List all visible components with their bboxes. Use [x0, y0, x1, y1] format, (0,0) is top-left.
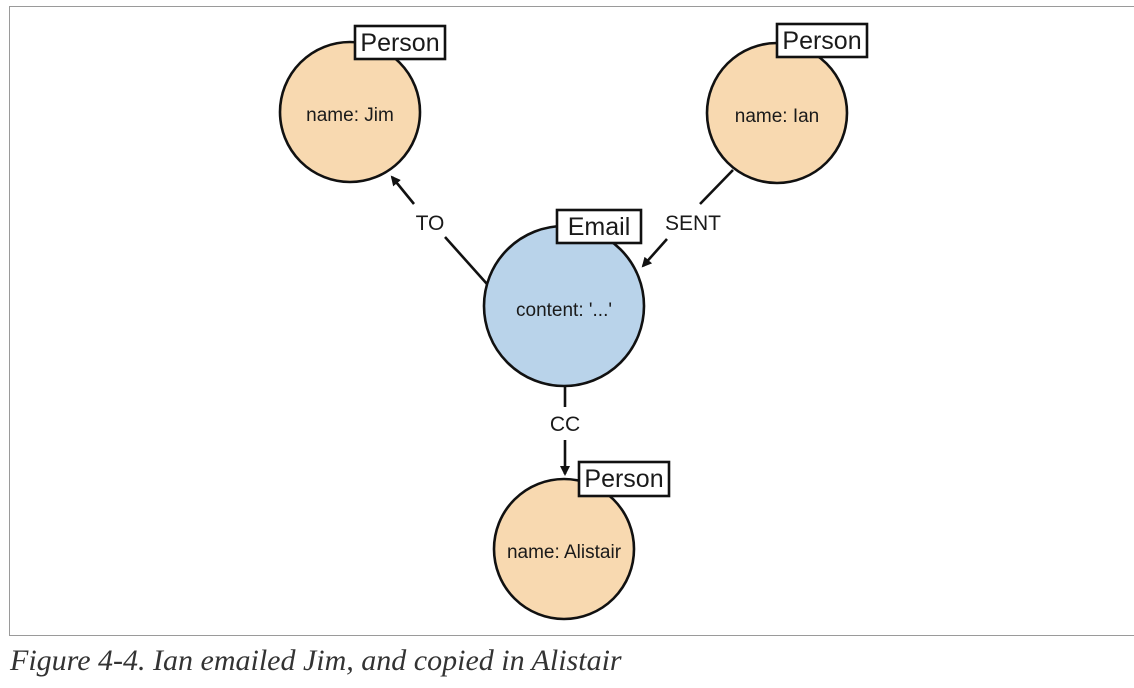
node-alistair-circle	[492, 477, 636, 621]
node-jim-label-box	[353, 24, 447, 61]
node-person-ian: name: Ian Person	[705, 22, 869, 185]
node-jim-property: name: Jim	[306, 105, 394, 126]
edge-cc-label: CC	[550, 413, 580, 436]
edge-cc: CC	[550, 386, 580, 476]
node-email-label: Email	[568, 213, 631, 241]
figure-caption: Figure 4-4. Ian emailed Jim, and copied …	[10, 644, 622, 677]
node-alistair-property: name: Alistair	[507, 542, 622, 563]
edge-to-label: TO	[416, 212, 445, 235]
edge-to-arrow	[390, 175, 416, 205]
node-email-property: content: '...'	[516, 300, 612, 321]
edge-sent-label: SENT	[665, 212, 721, 235]
node-person-jim: name: Jim Person	[278, 24, 447, 184]
figure-frame	[9, 6, 1134, 636]
node-alistair-label-box	[577, 460, 671, 498]
node-jim-label: Person	[360, 29, 439, 57]
node-jim-circle	[278, 40, 422, 184]
node-ian-label: Person	[782, 27, 861, 55]
node-email: content: '...' Email	[482, 208, 646, 388]
node-person-alistair: name: Alistair Person	[492, 460, 671, 621]
edge-to-line	[444, 236, 488, 285]
node-ian-label-box	[775, 22, 869, 59]
edge-sent-line	[699, 169, 734, 205]
edge-sent-arrow	[641, 238, 668, 268]
node-email-label-box	[555, 208, 643, 245]
node-alistair-label: Person	[584, 465, 663, 493]
edge-sent: SENT	[641, 169, 734, 268]
node-ian-property: name: Ian	[735, 106, 820, 127]
edge-to: TO	[390, 175, 488, 285]
